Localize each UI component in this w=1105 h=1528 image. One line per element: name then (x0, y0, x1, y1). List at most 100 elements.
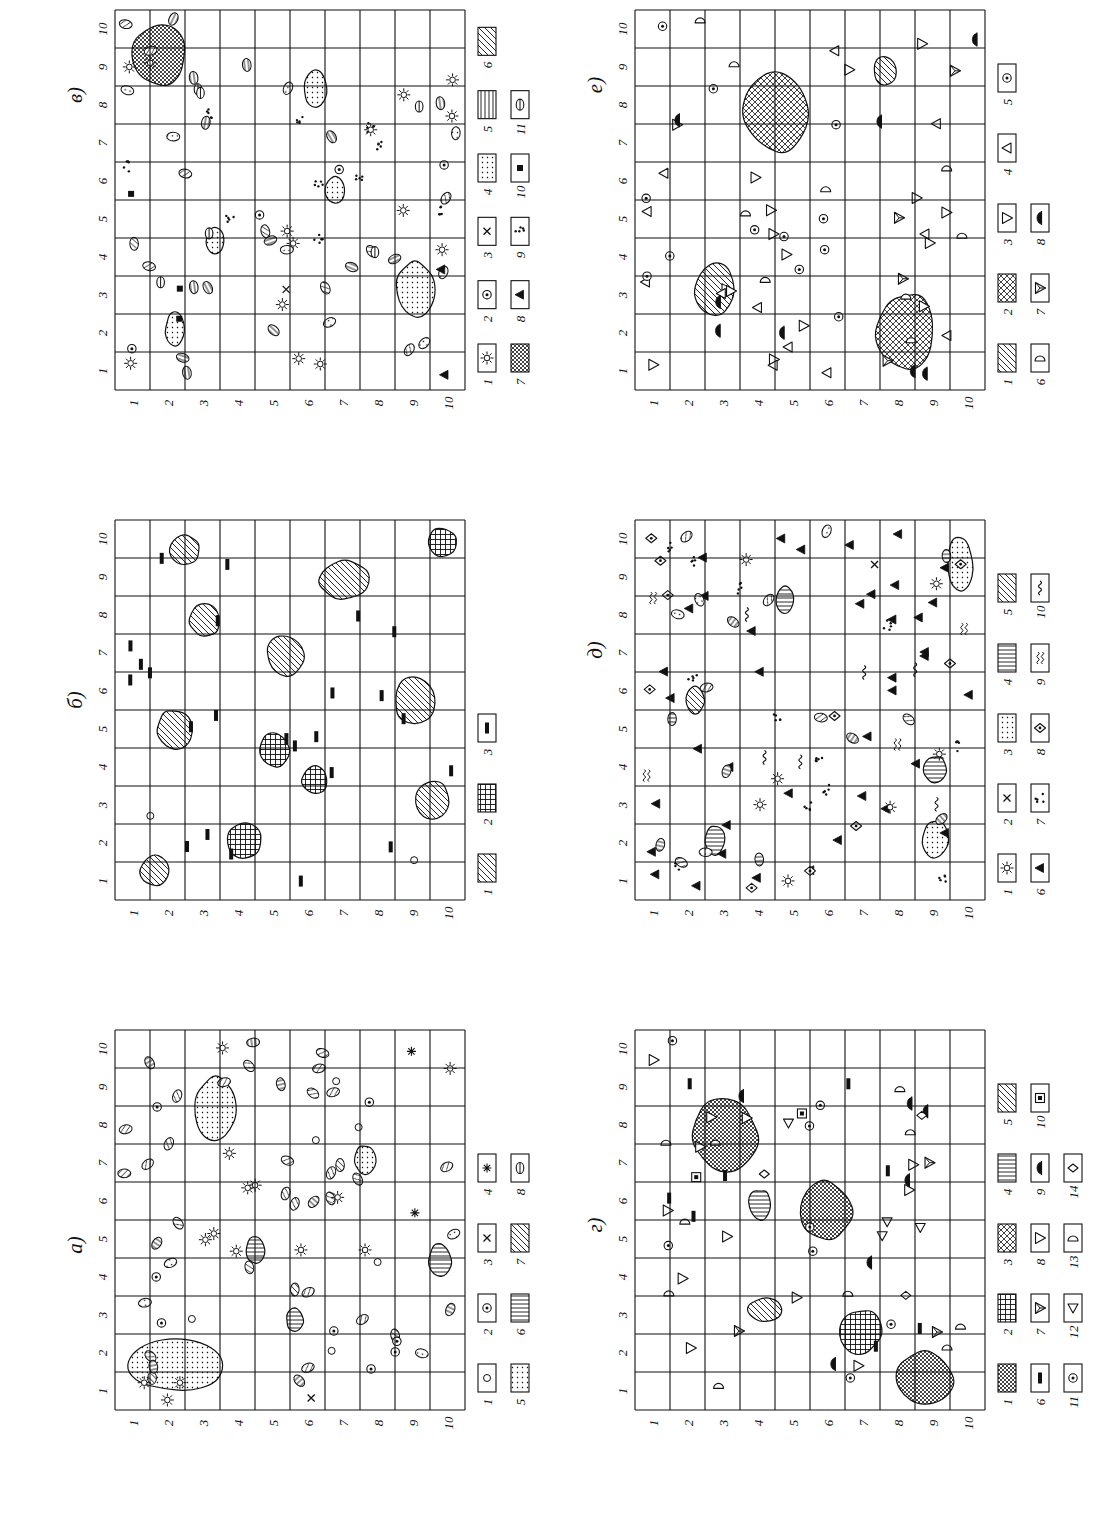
diamond-dot (650, 537, 653, 540)
panel-letter: е) (585, 77, 606, 93)
legend-number: 2 (1001, 819, 1014, 826)
diamond-symbol (1068, 1164, 1078, 1172)
dot-symbol (207, 108, 209, 110)
filled-triangle (940, 828, 949, 837)
wave-symbol (745, 607, 748, 621)
dot-symbol (696, 674, 698, 676)
legend-swatch (998, 1364, 1016, 1392)
vegetation-patch (302, 766, 327, 794)
d-symbol (664, 1291, 674, 1296)
vegetation-patch (692, 1099, 758, 1172)
row-number: 8 (891, 910, 904, 917)
open-triangle (642, 207, 651, 217)
ring-symbol (887, 1320, 895, 1328)
row-number: 1 (126, 1420, 139, 1427)
small-patch (167, 11, 180, 26)
ring-symbol (152, 1273, 160, 1281)
dot-symbol (890, 622, 892, 624)
y-triangle (883, 355, 893, 366)
sun-rays (782, 874, 795, 887)
dot-symbol (440, 206, 442, 208)
y-mark (895, 212, 905, 223)
small-patch (266, 323, 281, 338)
vegetation-patch (325, 176, 345, 203)
legend-number: 1 (1001, 379, 1014, 386)
dot-symbol (301, 116, 303, 118)
row-number: 3 (716, 400, 729, 407)
row-number: 6 (821, 400, 834, 407)
oval-symbol (157, 277, 165, 288)
dot-symbol (803, 806, 805, 808)
ring-symbol (820, 246, 828, 254)
legend-number: 2 (481, 819, 494, 826)
dot-symbol (296, 119, 298, 121)
small-patch (167, 132, 180, 141)
plot-panel (635, 1030, 1082, 1410)
small-patch (437, 265, 450, 280)
row-number: 9 (926, 910, 939, 917)
oval-symbol (197, 87, 205, 98)
small-patch (336, 1158, 345, 1171)
row-number: 8 (371, 400, 384, 407)
ring-dot (368, 1101, 371, 1104)
row-number: 1 (646, 910, 659, 917)
open-triangle (1002, 143, 1011, 153)
small-patch (402, 342, 416, 358)
grid-lines (635, 10, 985, 390)
small-patch (446, 1227, 461, 1241)
legend-number: 4 (1001, 169, 1014, 176)
legend-number: 7 (1034, 309, 1047, 316)
vegetation-patch (267, 636, 304, 676)
legend-number: 3 (481, 749, 494, 756)
legend-swatch (478, 854, 496, 882)
column-number: 6 (96, 178, 109, 185)
sun-rays (436, 243, 449, 256)
circle-symbol (355, 1124, 362, 1131)
dot-symbol (373, 125, 375, 127)
legend-number: 9 (1034, 1189, 1047, 1196)
sun-rays (397, 204, 410, 217)
sun-rays (740, 553, 753, 566)
small-patch (143, 45, 158, 57)
dot-symbol (225, 215, 227, 217)
vegetation-patch (165, 312, 184, 346)
column-number: 3 (616, 802, 629, 809)
bar-symbol (1038, 1373, 1042, 1384)
legend-number: 2 (481, 1329, 494, 1336)
small-patch (300, 1285, 315, 1299)
square-symbol (128, 191, 134, 197)
filled-triangle (439, 370, 448, 379)
row-number: 9 (406, 400, 419, 407)
row-number: 7 (856, 1420, 869, 1427)
small-patch (118, 1124, 133, 1135)
legend-swatch (478, 344, 496, 372)
small-patch (699, 848, 712, 857)
dot-symbol (827, 788, 829, 790)
row-number: 8 (371, 910, 384, 917)
row-number: 8 (891, 1420, 904, 1427)
dot-symbol (691, 675, 693, 677)
legend-number: 6 (1034, 379, 1047, 386)
dot-symbol (779, 719, 781, 721)
half-disc-base (1041, 211, 1042, 225)
row-number: 1 (126, 910, 139, 917)
circle-symbol (484, 1375, 491, 1382)
y-triangle (1036, 1303, 1046, 1314)
vegetation-patch (287, 1308, 304, 1332)
legend-number: 1 (481, 1399, 494, 1406)
legend-swatch (511, 344, 529, 372)
sun-symbol (401, 92, 407, 98)
dot-symbol (944, 875, 946, 877)
small-patch (182, 366, 193, 380)
filled-triangle (928, 598, 937, 607)
bar-symbol (293, 740, 297, 751)
legend-number: 1 (1001, 889, 1014, 896)
legend-swatch (478, 27, 496, 55)
column-number: 3 (96, 802, 109, 809)
column-number: 9 (96, 64, 109, 71)
legend-number: 9 (1034, 679, 1047, 686)
dot-symbol (687, 678, 689, 680)
vegetation-patch (140, 855, 169, 886)
filled-triangle (887, 615, 896, 624)
vegetation-patch (128, 1339, 223, 1390)
